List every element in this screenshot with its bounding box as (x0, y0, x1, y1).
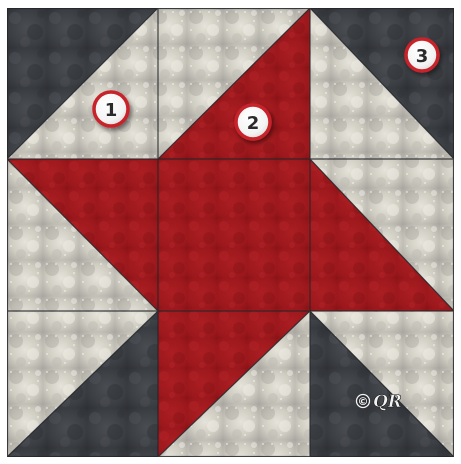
quilt-block: 1 2 3 © QR (7, 8, 454, 457)
copyright-symbol: © (358, 395, 369, 408)
callout-label-1: 1 (105, 100, 118, 121)
callout-badge-2: 2 (236, 105, 270, 139)
cell-center (158, 159, 310, 311)
callout-badge-3: 3 (406, 39, 438, 71)
callout-badge-1: 1 (94, 92, 128, 126)
copyright-initials: QR (373, 392, 402, 412)
callout-label-3: 3 (416, 46, 429, 67)
callout-label-2: 2 (247, 113, 260, 134)
